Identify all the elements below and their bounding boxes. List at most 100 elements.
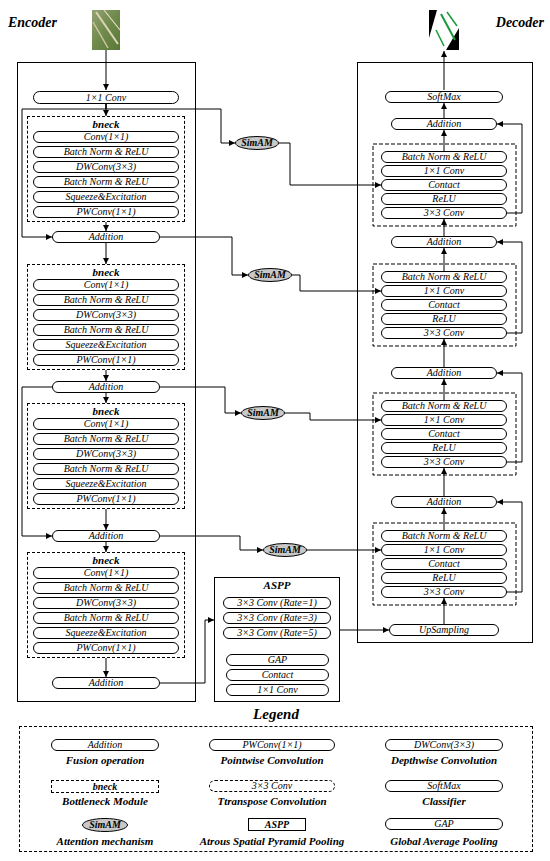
bottleneck-module: bneckConv(1×1)Batch Norm & ReLUDWConv(3×… (27, 403, 185, 509)
flow-arrow (106, 243, 107, 264)
node-heading: Encoder (8, 15, 57, 31)
layer-box: Batch Norm & ReLU (33, 612, 179, 624)
node-heading: SimAM (247, 408, 279, 418)
legend-text: Pointwise Convolution (182, 754, 362, 767)
layer-box: DWConv(3×3) (33, 597, 179, 609)
node-heading: bneck (28, 554, 184, 566)
layer-box: Batch Norm & ReLU (381, 400, 507, 412)
layer-box: Batch Norm & ReLU (33, 582, 179, 594)
node-label: DWConv(3×3) (414, 740, 474, 750)
layer-box: Addition (391, 496, 497, 508)
node-heading: bneck (28, 266, 184, 278)
layer-box: Addition (52, 677, 160, 689)
layer-box: PWConv(1×1) (33, 493, 179, 505)
layer-box: Batch Norm & ReLU (33, 433, 179, 445)
leaf-lesion (93, 22, 108, 48)
flow-arrow (160, 536, 263, 550)
layer-box: Addition (52, 381, 160, 393)
output-arrow (444, 51, 445, 90)
node-label: Contact (428, 180, 460, 190)
flow-arrow (22, 104, 106, 237)
layer-box: DWConv(3×3) (33, 448, 179, 460)
layer-box: DWConv(3×3) (33, 309, 179, 321)
node-label: PWConv(1×1) (77, 207, 136, 217)
node-label: Addition (427, 497, 461, 507)
node-label: 1×1 Conv (424, 545, 464, 555)
layer-box: Batch Norm & ReLU (381, 151, 507, 163)
node-label: Addition (88, 740, 122, 750)
layer-box: PWConv(1×1) (33, 354, 179, 366)
layer-box: Batch Norm & ReLU (33, 176, 179, 188)
flow-arrow (444, 248, 445, 271)
node-label: 1×1 Conv (257, 685, 297, 695)
decoder-group (373, 393, 516, 475)
network-panel: DecoderSoftMaxAdditionBatch Norm & ReLU1… (357, 62, 533, 643)
node-heading: bneck (28, 118, 184, 130)
legend-text: Depthwise Convolution (354, 754, 534, 767)
input-leaf-image (92, 10, 120, 50)
node-label: Batch Norm & ReLU (402, 272, 487, 282)
layer-box: Conv(1×1) (33, 131, 179, 143)
node-label: Batch Norm & ReLU (64, 464, 149, 474)
flow-arrow (497, 242, 522, 333)
node-label: GAP (434, 819, 453, 829)
layer-box: ReLU (381, 442, 507, 454)
node-label: Batch Norm & ReLU (64, 325, 149, 335)
attention-ellipse: SimAM (235, 136, 279, 150)
node-label: Conv(1×1) (84, 419, 129, 429)
aspp-rate-group (219, 593, 336, 643)
node-label: SoftMax (427, 781, 460, 791)
node-label: Batch Norm & ReLU (64, 583, 149, 593)
node-label: Batch Norm & ReLU (64, 147, 149, 157)
node-heading: Decoder (496, 15, 544, 31)
layer-box: UpSampling (389, 624, 499, 636)
layer-box: Contact (226, 669, 329, 681)
aspp-module: ASPP3×3 Conv (Rate=1)3×3 Conv (Rate=3)3×… (214, 577, 340, 702)
ellipse-shape (236, 137, 279, 150)
layer-box: Conv(1×1) (33, 418, 179, 430)
flow-arrow (497, 124, 522, 213)
node-heading: SimAM (89, 820, 121, 830)
node-label: Batch Norm & ReLU (402, 152, 487, 162)
bottleneck-module: bneckConv(1×1)Batch Norm & ReLUDWConv(3×… (27, 116, 185, 222)
leaf-photo (92, 10, 120, 50)
node-label: Batch Norm & ReLU (64, 613, 149, 623)
decoder-group (373, 523, 516, 605)
layer-box: Addition (52, 530, 160, 542)
node-label: ReLU (432, 443, 455, 453)
flow-arrow (160, 387, 241, 413)
node-label: Batch Norm & ReLU (64, 177, 149, 187)
node-label: Contact (428, 559, 460, 569)
node-label: Addition (427, 368, 461, 378)
flow-arrow (106, 658, 107, 677)
node-label: Batch Norm & ReLU (64, 295, 149, 305)
node-label: 3×3 Conv (Rate=5) (237, 628, 317, 638)
flow-arrow (106, 542, 107, 552)
node-label: Addition (89, 531, 123, 541)
layer-box: 3×3 Conv (381, 456, 507, 468)
layer-box: Contact (381, 179, 507, 191)
layer-box: 1×1 Conv (381, 165, 507, 177)
flow-arrow (106, 104, 235, 143)
node-label: Contact (428, 300, 460, 310)
node-label: 1×1 Conv (424, 286, 464, 296)
attention-ellipse: SimAM (248, 268, 292, 282)
node-label: Conv(1×1) (84, 280, 129, 290)
legend-text: Classifier (354, 795, 534, 808)
node-label: 1×1 Conv (86, 93, 126, 103)
mask-lesion (441, 14, 455, 40)
node-label: UpSampling (419, 625, 469, 635)
layer-box: Addition (52, 231, 160, 243)
layer-box: 3×3 Conv (381, 327, 507, 339)
mask-leaf (429, 10, 459, 50)
flow-arrow (22, 387, 52, 536)
leaf-lesion (104, 10, 120, 30)
node-label: Conv(1×1) (84, 132, 129, 142)
attention-ellipse: SimAM (241, 406, 285, 420)
node-label: Addition (427, 119, 461, 129)
legend-text: Global Average Pooling (354, 835, 534, 848)
node-label: SoftMax (427, 92, 460, 102)
flow-arrow (444, 130, 445, 151)
flow-arrow (106, 222, 107, 231)
legend-text: Bottleneck Module (15, 795, 195, 808)
